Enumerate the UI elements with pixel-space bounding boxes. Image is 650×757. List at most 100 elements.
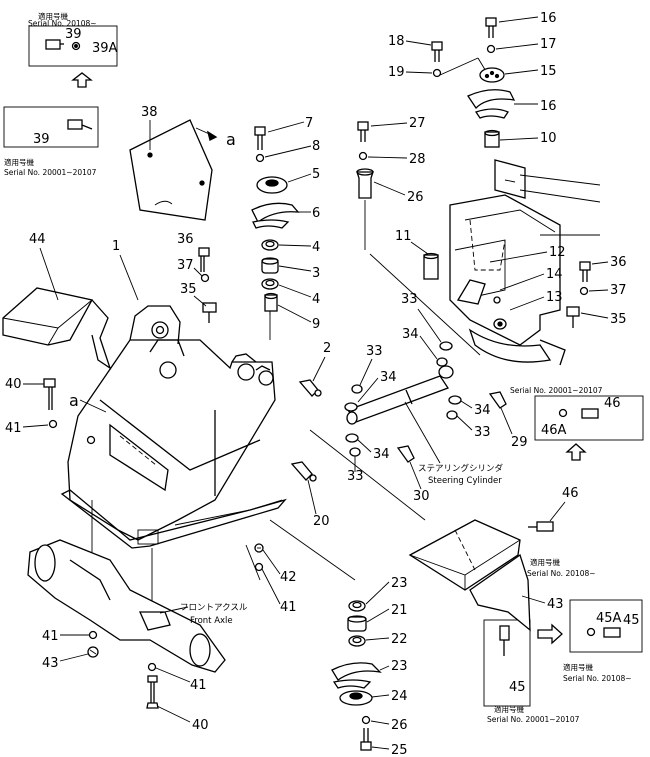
part-7-label: 7 [305, 116, 313, 131]
part-23-label: 22 [391, 632, 408, 647]
part-21-label: 20 [313, 514, 330, 529]
part-38-label: 38 [141, 105, 158, 120]
part-46A-label: 46A [541, 423, 567, 438]
part-16-label: 16 [540, 99, 557, 114]
serial-label-jp: 適用号機 [38, 11, 68, 21]
pin-28-stack: 27 28 26 [356, 116, 426, 205]
part-41-label: 41 [190, 678, 207, 693]
part-41-label: 41 [280, 600, 297, 615]
part-33-label: 33 [401, 292, 418, 307]
bolt-36-left: 36 37 35 [177, 232, 217, 323]
part-37-label: 37 [610, 283, 627, 298]
bolt-36-37-35-right: 36 37 35 [566, 255, 627, 328]
grease-fitting-2: 2 [298, 341, 331, 397]
inset-left: 39 適用号機 Serial No. 20001~20107 [3, 106, 99, 177]
part-35-label: 35 [610, 312, 627, 327]
part-11-label: 11 [395, 229, 412, 244]
part-12-label: 12 [549, 245, 566, 260]
part-23-label: 23 [391, 576, 408, 591]
steering-cylinder-caption: Steering Cylinder [428, 476, 502, 486]
part-30-label: 28 [409, 152, 426, 167]
bolt-42-41-center: 42 41 [254, 543, 297, 615]
bolt-46-lower: 46 適用号機 Serial No. 20108~ [527, 486, 596, 578]
part-15-label: 15 [540, 64, 557, 79]
grease-fitting-21: 20 [290, 461, 330, 529]
part-36-label: 36 [177, 232, 194, 247]
part-25-label: 23 [391, 659, 408, 674]
part-36-label: 36 [610, 255, 627, 270]
part-41-label: 41 [42, 629, 59, 644]
serial-label-jp: 適用号機 [4, 157, 34, 167]
front-axle-caption-jp: フロントアクスル [180, 603, 248, 613]
inset-right-upper: 46 46A Serial No. 20001~20107 [510, 386, 644, 461]
part-10-label: 10 [540, 131, 557, 146]
part-34-label: 34 [380, 370, 397, 385]
part-33-label: 33 [347, 469, 364, 484]
bolt-40-upper: 40 41 [5, 377, 58, 436]
part-44-label: 44 [29, 232, 46, 247]
pin-11: 11 [395, 229, 439, 280]
part-18-label: 17 [540, 37, 557, 52]
part-26-label: 25 [391, 743, 408, 757]
part-37-label: 37 [177, 258, 194, 273]
serial-label: Serial No. 20001~20107 [4, 168, 97, 177]
lower-pin-stack: 23 21 22 23 24 26 25 [331, 576, 408, 757]
part-32-label: 30 [413, 489, 430, 504]
part-46-label: 46 [562, 486, 579, 501]
part-34-label: 34 [373, 447, 390, 462]
serial-label-jp: 適用号機 [530, 557, 560, 567]
left-top-bolt-19-20: 18 19 [388, 34, 443, 80]
part-40-label: 40 [192, 718, 209, 733]
bolt-40-lower: 41 40 [146, 662, 209, 733]
part-43-label: 43 [547, 597, 564, 612]
serial-label-jp: 適用号機 [563, 662, 593, 672]
part-4-label: 4 [312, 240, 320, 255]
front-axle-caption: Front Axle [190, 616, 233, 626]
part-40-label: 40 [5, 377, 22, 392]
part-19-label: 18 [388, 34, 405, 49]
serial-label: Serial No. 20108~ [563, 674, 632, 683]
part-45A-label: 45A [596, 611, 622, 626]
part-42-label: 42 [280, 570, 297, 585]
part-14-label: 14 [546, 267, 563, 282]
part-9-label: 9 [312, 317, 320, 332]
part-20-label: 19 [388, 65, 405, 80]
rear-frame [449, 159, 601, 366]
part-39A-label: 39A [92, 41, 118, 56]
part-17-label: 16 [540, 11, 557, 26]
front-axle: フロントアクスル Front Axle [27, 539, 248, 673]
part-8-label: 8 [312, 139, 320, 154]
part-34-label: 34 [474, 403, 491, 418]
part-42-label: 43 [42, 656, 59, 671]
part-1-label: 1 [112, 239, 120, 254]
steering-cylinder: ステアリングシリンダ Steering Cylinder [346, 365, 504, 486]
serial-label: Serial No. 20001~20107 [487, 715, 580, 724]
ref-a: a [226, 130, 236, 149]
part-35-label: 35 [180, 282, 197, 297]
part-45-label: 45 [623, 613, 640, 628]
top-stack-right: 16 17 15 16 10 [467, 11, 557, 148]
part-5-label: 5 [312, 167, 320, 182]
part-4-label: 4 [312, 292, 320, 307]
part-27-label: 26 [391, 718, 408, 733]
inset-center-bottom: 45 適用号機 Serial No. 20001~20107 [483, 619, 580, 724]
part-33-label: 33 [474, 425, 491, 440]
part-39-label: 39 [65, 27, 82, 42]
front-frame: 1 a [60, 239, 287, 549]
part-41-label: 41 [5, 421, 22, 436]
serial-label: Serial No. 20108~ [527, 569, 596, 578]
inset-right-lower: 45A 45 適用号機 Serial No. 20108~ [537, 599, 643, 683]
steering-cylinder-caption-jp: ステアリングシリンダ [418, 463, 504, 474]
part-28-label: 26 [407, 190, 424, 205]
part-31-label: 29 [511, 435, 528, 450]
serial-label: Serial No. 20108~ [28, 19, 97, 28]
inset-top-left: 適用号機 Serial No. 20108~ 39 39A [28, 11, 118, 88]
serial-label-jp: 適用号機 [494, 704, 524, 714]
part-33-label: 33 [366, 344, 383, 359]
part-6-label: 6 [312, 206, 320, 221]
leader-lines [91, 57, 491, 614]
part-34-label: 34 [402, 327, 419, 342]
part-46-label: 46 [604, 396, 621, 411]
bolt-41-42-lower-left: 41 43 [42, 629, 99, 671]
step-43: 43 [408, 519, 564, 632]
